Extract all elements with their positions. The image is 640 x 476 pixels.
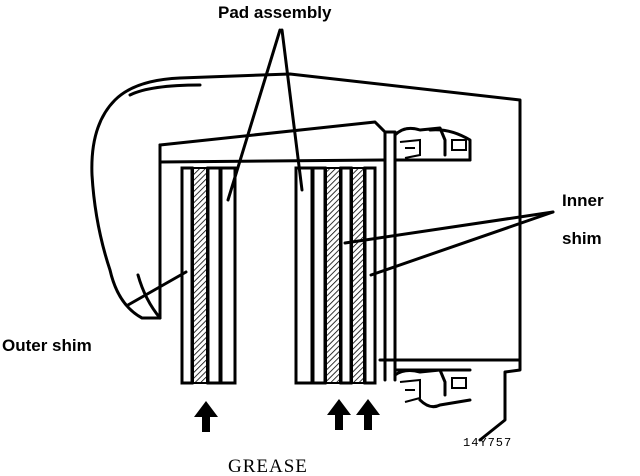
- inner-pad-plate: [294, 166, 314, 385]
- up-arrow-icon: [194, 401, 218, 432]
- outer-shim-label: Outer shim: [2, 336, 92, 355]
- caliper-body: [90, 72, 522, 442]
- figure-code: 14Y757: [463, 436, 512, 450]
- up-arrow-icon: [356, 399, 380, 430]
- up-arrow-icon: [327, 399, 351, 430]
- inner-grease-layer: [351, 167, 365, 384]
- outer-pad-lining: [192, 167, 208, 384]
- lower-piston-seal: [393, 368, 472, 409]
- grease-label: GREASE: [228, 456, 308, 476]
- outer-shim-plate: [180, 166, 194, 385]
- grease-arrows: [194, 399, 380, 432]
- pad-assembly-label: Pad assembly: [218, 3, 332, 22]
- inner-shim-leader-upper: [343, 210, 555, 245]
- outer-pad-plate: [219, 166, 237, 385]
- pad-assembly-leader-left: [226, 28, 282, 202]
- pad-carrier: [158, 120, 472, 372]
- inner-pad-lining: [325, 167, 341, 384]
- inner-shim-leader-lower: [369, 210, 555, 277]
- outer-shim-leader: [126, 270, 188, 307]
- inner-pad-assembly: [294, 166, 377, 385]
- inner-backing-plate: [311, 166, 327, 385]
- inner-shim-label-line2: shim: [562, 229, 602, 248]
- upper-piston-seal: [393, 126, 472, 162]
- inner-shim-plate-1: [339, 166, 353, 385]
- inner-shim-label-line1: Inner: [562, 191, 604, 210]
- leader-lines: [126, 28, 555, 307]
- pad-assembly-leader-right: [280, 28, 304, 192]
- outer-backing-plate: [206, 166, 222, 385]
